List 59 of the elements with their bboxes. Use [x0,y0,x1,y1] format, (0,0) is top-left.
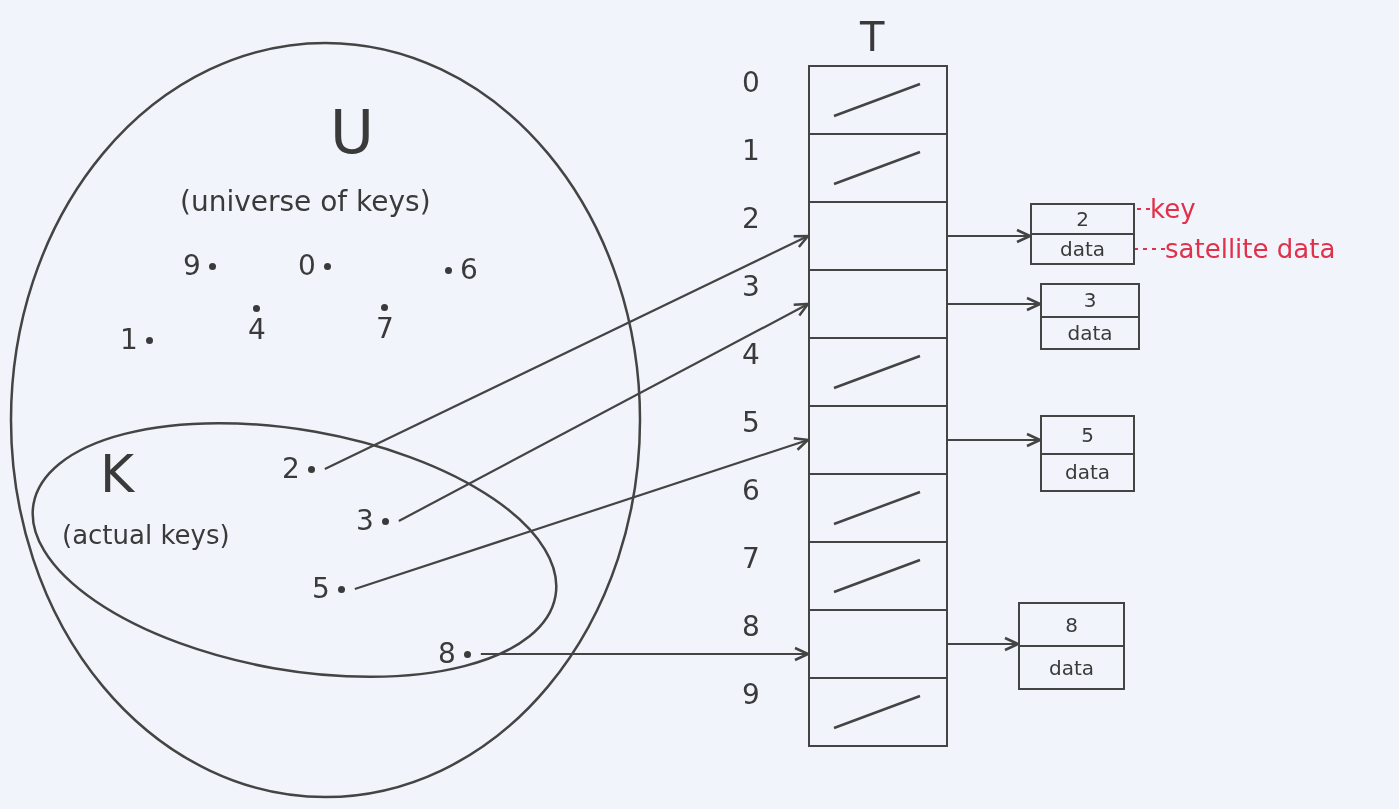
record-data: data [1063,459,1112,487]
key-point: 3 [356,507,399,535]
key-point: 7 [376,304,404,343]
set-name: K [100,448,135,500]
record-box [1040,415,1135,492]
key-point: 8 [438,640,481,668]
table-slot [808,65,948,135]
record-data: data [1047,654,1096,682]
table-slot [808,541,948,611]
slot-index: 7 [742,545,760,573]
record-box [1030,203,1135,265]
leader-line [1135,247,1165,251]
slot-index: 0 [742,69,760,97]
table-slot [808,677,948,747]
key-point: 6 [445,256,488,284]
key-point: 1 [120,326,163,354]
arrow [948,636,1020,652]
arrow [354,437,810,591]
table-slot [808,609,948,679]
record-box [1018,602,1125,690]
arrow [948,296,1042,312]
record-key: 3 [1042,285,1138,318]
table-slot [808,405,948,475]
slot-index: 9 [742,681,760,709]
set-caption: (actual keys) [62,522,230,548]
arrow [948,432,1042,448]
slot-index: 2 [742,205,760,233]
key-point: 4 [248,305,276,344]
key-point: 9 [183,252,226,280]
table-slot [808,133,948,203]
slot-index: 4 [742,341,760,369]
slot-index: 6 [742,477,760,505]
slot-index: 1 [742,137,760,165]
leader-line [1135,207,1150,211]
arrow [398,302,810,522]
table-slot [808,269,948,339]
table-title: T [860,17,885,57]
record-key: 5 [1042,417,1133,455]
record-data: data [1066,319,1114,347]
table-slot [808,337,948,407]
annotation-label: satellite data [1165,236,1336,262]
arrow [480,646,810,662]
table-slot [808,473,948,543]
arrow [324,234,810,470]
record-key: 8 [1020,604,1123,647]
slot-index: 3 [742,273,760,301]
arrow [948,228,1032,244]
set-name: U [330,102,374,162]
table-slot [808,201,948,271]
key-point: 5 [312,575,355,603]
record-key: 2 [1032,205,1133,235]
slot-index: 5 [742,409,760,437]
annotation-label: key [1150,196,1196,222]
key-point: 0 [298,252,341,280]
key-point: 2 [282,455,325,483]
record-data: data [1058,236,1107,263]
set-caption: (universe of keys) [180,188,431,216]
record-box [1040,283,1140,350]
slot-index: 8 [742,613,760,641]
